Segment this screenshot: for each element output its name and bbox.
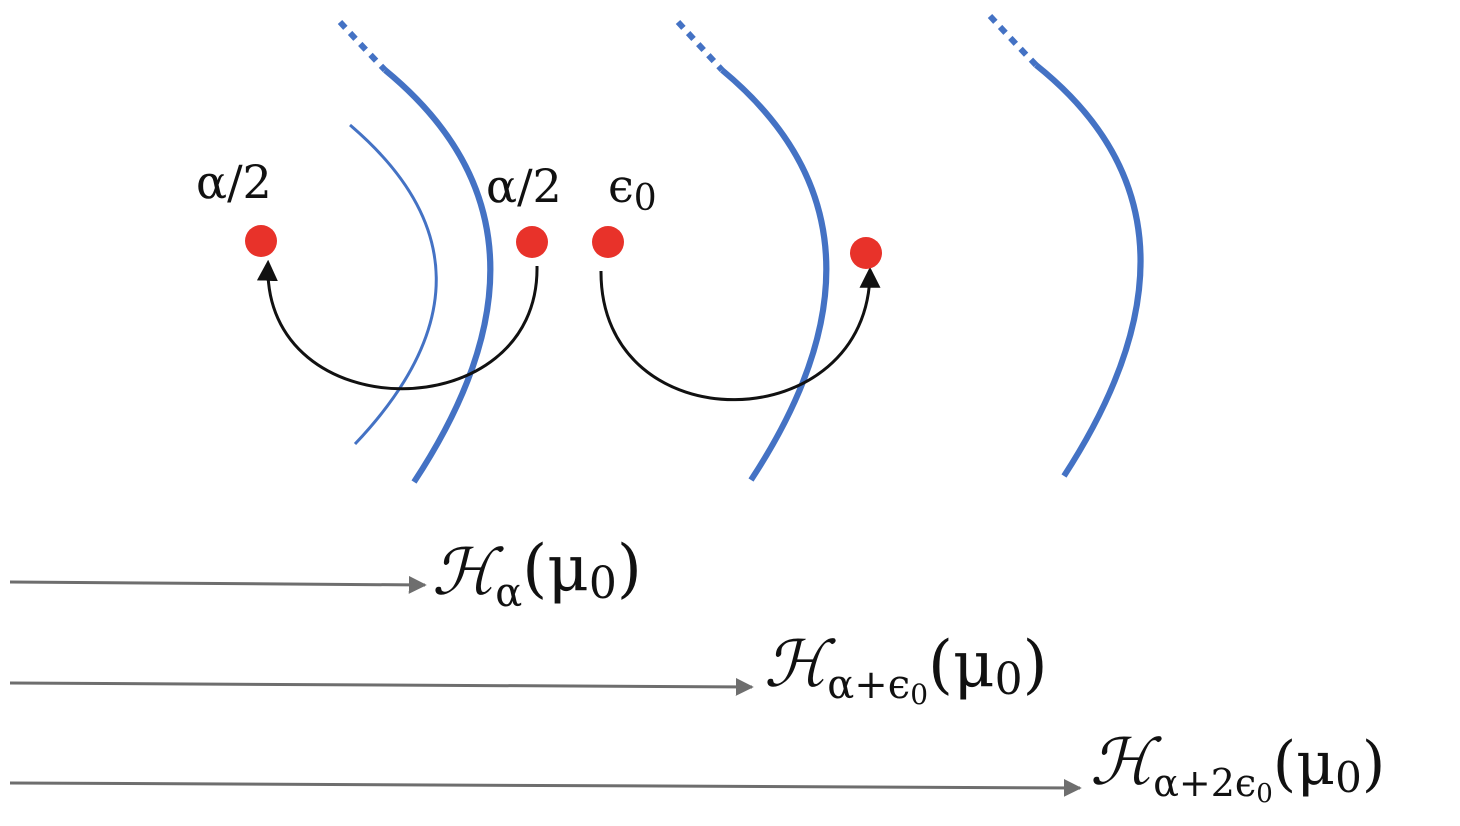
set-label-alpha-plus-2eps-h: ℋ — [1090, 726, 1162, 800]
set-label-alpha-plus-eps-arg-close: ) — [1023, 628, 1048, 702]
transport-arrow-left — [256, 259, 539, 391]
set-label-alpha-plus-eps-arg: (μ — [928, 628, 995, 702]
mass-label-3-main: ϵ — [608, 159, 634, 213]
mass-point-2 — [516, 226, 548, 258]
set-label-alpha-plus-2eps-sub: α+2ϵ — [1153, 761, 1256, 805]
boundary-curves — [337, 13, 1144, 484]
set-labels: ℋα(μ0) ℋα+ϵ0(μ0) ℋα+2ϵ0(μ0) — [432, 532, 1385, 809]
set-label-alpha-plus-eps-sub: α+ϵ — [827, 662, 910, 708]
set-label-alpha-arg-sub: 0 — [589, 558, 617, 609]
mass-label-3-sub: 0 — [634, 178, 657, 219]
set-label-alpha-plus-eps: ℋα+ϵ0(μ0) — [764, 628, 1048, 711]
mass-label-1: α/2 — [196, 155, 272, 209]
set-label-alpha-plus-eps-sub-tail: 0 — [910, 678, 928, 711]
set-label-alpha-plus-2eps-arg: (μ — [1273, 729, 1335, 799]
transport-arrows — [256, 259, 881, 401]
set-label-alpha: ℋα(μ0) — [432, 532, 642, 616]
set-label-alpha-arg-close: ) — [617, 532, 642, 606]
mass-label-2: α/2 — [486, 159, 562, 213]
boundary-curve-1-dashed — [337, 19, 388, 73]
level-arrow-3 — [9, 778, 1082, 797]
set-label-alpha-plus-2eps-arg-sub: 0 — [1335, 753, 1362, 802]
mass-point-1 — [245, 225, 277, 257]
mass-label-3: ϵ0 — [608, 159, 657, 219]
set-label-alpha-plus-eps-h: ℋ — [764, 628, 836, 702]
boundary-curve-inner-thin — [349, 123, 438, 446]
boundary-curve-3 — [1034, 62, 1144, 478]
set-label-alpha-plus-2eps-arg-close: ) — [1362, 729, 1385, 799]
boundary-curve-3-dashed — [987, 13, 1039, 68]
set-label-alpha-plus-eps-arg-sub: 0 — [995, 654, 1023, 705]
set-label-alpha-plus-2eps-sub-tail: 0 — [1256, 779, 1273, 809]
level-arrow-2 — [9, 677, 754, 696]
mass-point-4 — [850, 237, 882, 269]
transport-arrow-right — [599, 266, 881, 401]
mass-point-3 — [592, 226, 624, 258]
level-arrow-1 — [9, 575, 427, 594]
set-label-alpha-arg: (μ — [522, 532, 589, 606]
set-label-alpha-h: ℋ — [432, 536, 504, 610]
boundary-curve-1 — [383, 67, 494, 484]
mass-points — [245, 225, 882, 269]
level-arrows — [9, 575, 1082, 797]
set-label-alpha-sub: α — [495, 570, 522, 616]
mass-labels: α/2 α/2 ϵ0 — [196, 155, 657, 219]
set-label-alpha-plus-2eps: ℋα+2ϵ0(μ0) — [1090, 726, 1385, 809]
boundary-curve-2-dashed — [675, 19, 725, 73]
boundary-curve-2 — [720, 67, 830, 482]
